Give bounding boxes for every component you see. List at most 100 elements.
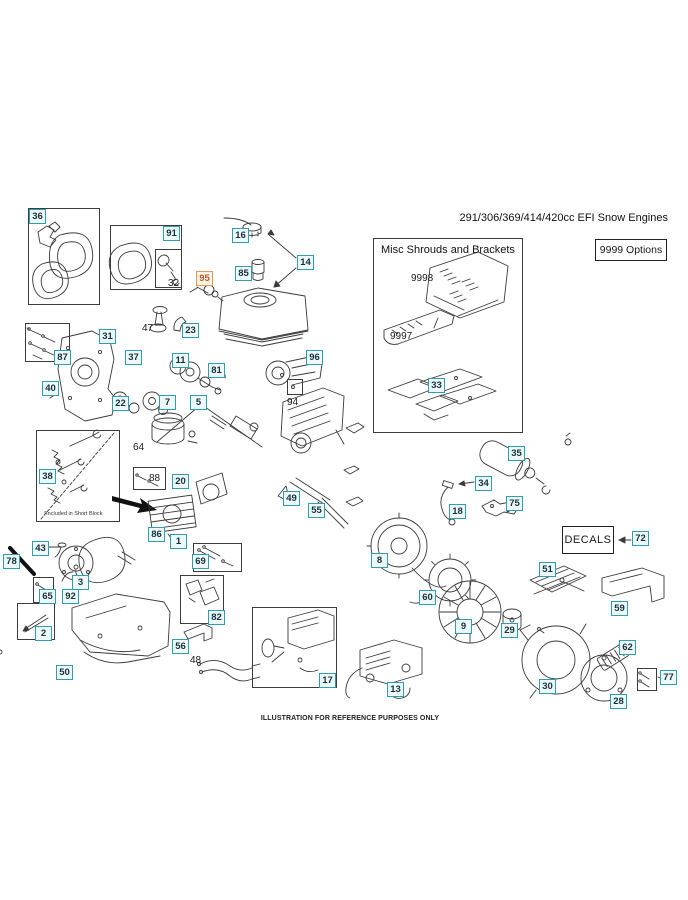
callout-72[interactable]: 72	[632, 531, 649, 546]
callout-78[interactable]: 78	[3, 554, 20, 569]
camshaft-piston-drawing	[151, 406, 263, 448]
callout-91[interactable]: 91	[163, 226, 180, 241]
shroud-9998-drawing	[425, 251, 509, 319]
screw-set-box-77	[637, 668, 657, 691]
callout-31[interactable]: 31	[99, 329, 116, 344]
callout-35[interactable]: 35	[508, 446, 525, 461]
callout-64: 64	[133, 442, 145, 453]
callout-28[interactable]: 28	[610, 694, 627, 709]
callout-49[interactable]: 49	[283, 491, 300, 506]
callout-86[interactable]: 86	[148, 527, 165, 542]
callout-9997: 9997	[390, 331, 413, 342]
callout-2[interactable]: 2	[35, 626, 52, 641]
callout-5[interactable]: 5	[190, 395, 207, 410]
callout-85[interactable]: 85	[235, 266, 252, 281]
short-block-note: *Included in Short Block	[44, 511, 103, 517]
callout-1[interactable]: 1	[170, 534, 187, 549]
callout-18[interactable]: 18	[449, 504, 466, 519]
callout-38[interactable]: 38	[39, 469, 56, 484]
side-cover-drawing	[8, 536, 136, 584]
screw-set-77-drawing	[638, 671, 661, 688]
bracket-59-drawing	[601, 567, 665, 603]
callout-8[interactable]: 8	[371, 553, 388, 568]
elbow-tube-drawing	[173, 316, 187, 332]
callout-94: 94	[287, 397, 299, 408]
callout-60[interactable]: 60	[419, 590, 436, 605]
engine-assembly-drawing	[280, 373, 345, 454]
callout-55[interactable]: 55	[308, 503, 325, 518]
gasket-91-drawing	[108, 242, 180, 286]
fuel-sender-drawing	[189, 284, 224, 302]
callout-77[interactable]: 77	[660, 670, 677, 685]
callout-43[interactable]: 43	[32, 541, 49, 556]
screw-set-88-drawing	[135, 473, 159, 487]
callout-40[interactable]: 40	[42, 381, 59, 396]
callout-65[interactable]: 65	[39, 589, 56, 604]
leader-lines-14	[267, 229, 297, 288]
lower-guard-drawing	[71, 593, 171, 664]
flywheel-drawing	[366, 512, 447, 588]
options-9999-link[interactable]: 9999 Options	[595, 239, 667, 261]
callout-87[interactable]: 87	[54, 350, 71, 365]
callout-33[interactable]: 33	[428, 378, 445, 393]
callout-11[interactable]: 11	[172, 353, 189, 368]
starter-wire-drawing	[440, 480, 475, 526]
callout-36[interactable]: 36	[29, 209, 46, 224]
small-brackets-drawing	[343, 422, 365, 507]
callout-95[interactable]: 95	[196, 271, 213, 286]
callout-69[interactable]: 69	[192, 554, 209, 569]
fuel-tank-drawing	[218, 287, 309, 347]
callout-23[interactable]: 23	[182, 323, 199, 338]
callout-51[interactable]: 51	[539, 562, 556, 577]
callout-16[interactable]: 16	[232, 228, 249, 243]
fitting-inset-box-32	[155, 249, 182, 288]
valve-kit-drawing	[40, 429, 115, 520]
callout-56[interactable]: 56	[172, 639, 189, 654]
callout-29[interactable]: 29	[501, 623, 518, 638]
bolt-set-69-drawing	[197, 545, 234, 567]
wire-harness-drawing	[197, 660, 261, 682]
callout-17[interactable]: 17	[319, 673, 336, 688]
callout-7[interactable]: 7	[159, 395, 176, 410]
callout-92[interactable]: 92	[62, 589, 79, 604]
callout-50[interactable]: 50	[56, 665, 73, 680]
footer-disclaimer: ILLUSTRATION FOR REFERENCE PURPOSES ONLY	[260, 715, 440, 722]
bracket-56-drawing	[183, 623, 213, 642]
screw-set-87-drawing	[26, 327, 57, 360]
callout-62[interactable]: 62	[619, 640, 636, 655]
callout-59[interactable]: 59	[611, 601, 628, 616]
callout-96[interactable]: 96	[306, 350, 323, 365]
callout-9[interactable]: 9	[455, 619, 472, 634]
callout-13[interactable]: 13	[387, 682, 404, 697]
starter-motor-drawing	[479, 432, 572, 495]
gasket-set-box-36	[28, 208, 100, 305]
callout-82[interactable]: 82	[208, 610, 225, 625]
misc-shrouds-box	[373, 238, 523, 433]
screw-set-box-88	[133, 467, 166, 490]
decals-label: DECALS	[564, 534, 612, 546]
callout-22[interactable]: 22	[112, 396, 129, 411]
callout-30[interactable]: 30	[539, 679, 556, 694]
callout-20[interactable]: 20	[172, 474, 189, 489]
control-panel-drawing	[345, 639, 423, 699]
recoil-cover-drawing	[580, 654, 628, 702]
misc-shrouds-title: Misc Shrouds and Brackets	[381, 244, 515, 256]
gasket-set-drawing	[32, 221, 94, 300]
callout-75[interactable]: 75	[506, 496, 523, 511]
bracket-9997-drawing	[383, 309, 455, 345]
crankcase-cover-drawing	[49, 330, 117, 422]
callout-14[interactable]: 14	[297, 255, 314, 270]
callout-37[interactable]: 37	[125, 350, 142, 365]
leader-line-72	[618, 536, 632, 544]
callout-81[interactable]: 81	[208, 363, 225, 378]
page-title: 291/306/369/414/420cc EFI Snow Engines	[459, 212, 668, 224]
heater-box-drawing	[0, 609, 335, 673]
callout-34[interactable]: 34	[475, 476, 492, 491]
decals-link[interactable]: DECALS	[562, 526, 614, 554]
dipstick-drawing	[149, 306, 168, 333]
callout-3[interactable]: 3	[72, 575, 89, 590]
fuel-bushing-drawing	[251, 259, 265, 281]
callout-32: 32	[168, 278, 180, 289]
